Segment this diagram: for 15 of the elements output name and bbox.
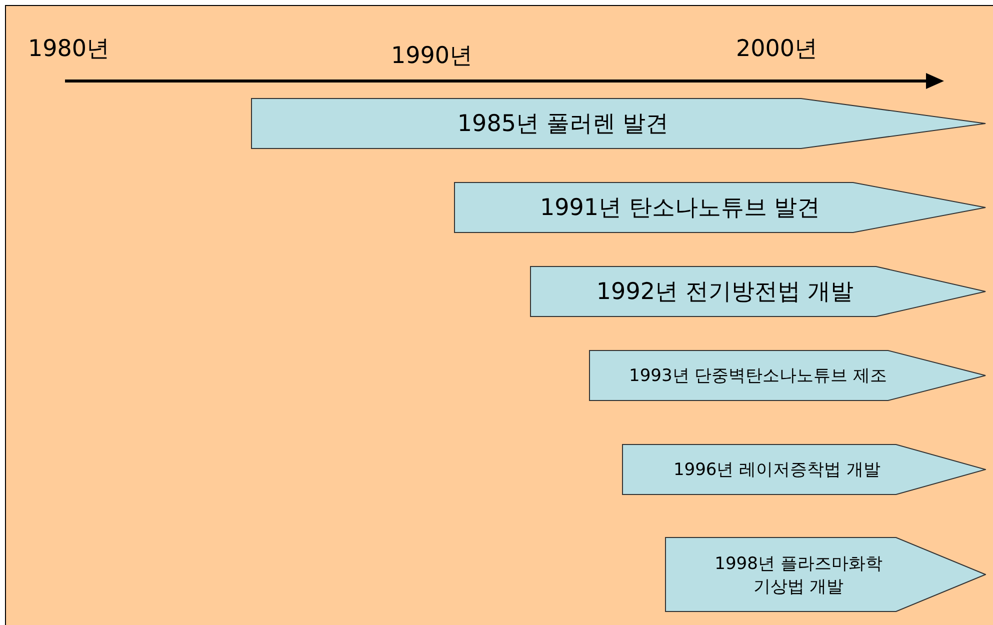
timeline-bar <box>665 537 986 612</box>
timeline-bar <box>454 182 986 233</box>
year-label: 2000년 <box>736 35 818 64</box>
year-label: 1980년 <box>28 35 110 64</box>
event-text: 1992년 전기방전법 개발 <box>596 278 854 307</box>
timeline-bar <box>589 350 986 401</box>
event-text: 1991년 탄소나노튜브 발견 <box>540 194 820 223</box>
year-label: 1990년 <box>391 42 473 71</box>
timeline-bar <box>251 98 986 149</box>
timeline-bar <box>530 266 986 317</box>
event-text: 1996년 레이저증착법 개발 <box>673 459 881 481</box>
event-text: 1998년 플라즈마화학 기상법 개발 <box>714 552 884 598</box>
timeline-bar <box>622 444 986 495</box>
event-text: 1993년 단중벽탄소나노튜브 제조 <box>629 365 888 387</box>
event-text: 1985년 풀러렌 발견 <box>457 110 669 139</box>
